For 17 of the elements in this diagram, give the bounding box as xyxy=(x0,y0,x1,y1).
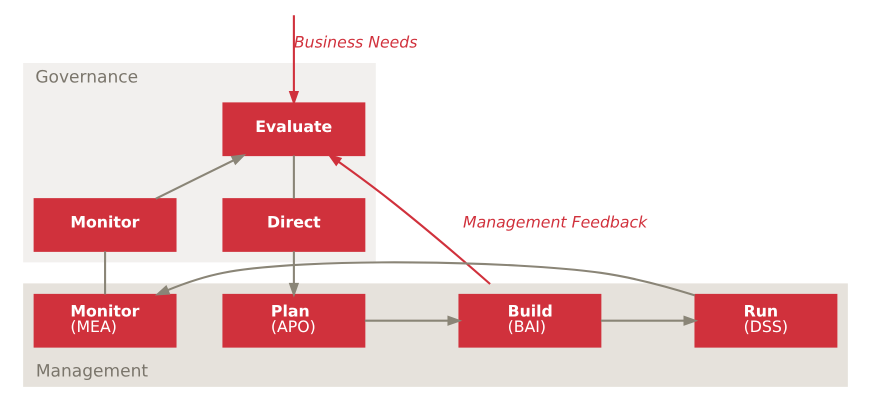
node-box: Build (BAI) xyxy=(458,293,602,348)
node-box: Plan (APO) xyxy=(222,293,366,348)
node-box: Evaluate xyxy=(222,102,366,156)
connector xyxy=(292,155,295,198)
node-box: Monitor (MEA) xyxy=(34,293,177,348)
arrow xyxy=(155,154,246,200)
arrow xyxy=(364,315,462,326)
node-box: Monitor xyxy=(34,198,177,252)
arrow xyxy=(600,315,698,326)
arrow xyxy=(288,250,300,298)
arrow xyxy=(327,153,491,284)
node-box: Direct xyxy=(222,198,366,252)
node-box: Run (DSS) xyxy=(694,293,838,348)
arrow xyxy=(288,14,300,106)
arrow xyxy=(154,260,696,296)
connector xyxy=(104,250,106,294)
edge-label: Management Feedback xyxy=(463,212,648,232)
